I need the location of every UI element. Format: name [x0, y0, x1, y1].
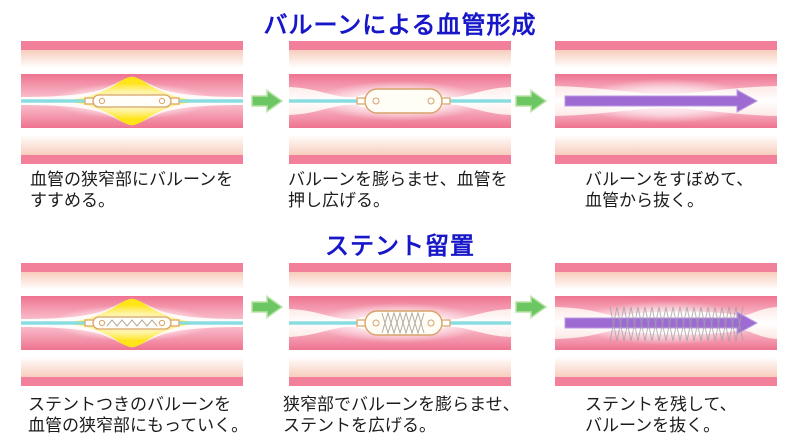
crimped-stent-mesh-icon	[106, 319, 158, 327]
vessel-outer-wall-bottom	[555, 155, 777, 164]
vessel-inflated-stent-balloon-illustration	[289, 263, 511, 386]
panel-stent-step3	[555, 263, 777, 386]
caption-stent-step1: ステントつきのバルーンを 血管の狭窄部にもっていく。	[28, 395, 249, 435]
vessel-stenosis-deflated-balloon-illustration	[21, 41, 243, 164]
deflated-balloon-catheter	[84, 94, 180, 108]
inflated-balloon-with-stent	[356, 310, 451, 336]
step-arrow-icon	[515, 295, 548, 319]
panel-stent-step1	[21, 263, 243, 386]
vessel-outer-wall-top	[555, 41, 777, 50]
vessel-inflated-balloon-illustration	[289, 41, 511, 164]
deployed-stent-mesh-icon	[609, 306, 744, 342]
caption-stent-step3: ステントを残して、 バルーンを抜く。	[585, 395, 737, 435]
vessel-outer-wall-top	[289, 41, 511, 50]
caption-balloon-step2: バルーンを膨らませ、血管を 押し広げる。	[288, 170, 508, 210]
panel-stent-step2	[289, 263, 511, 386]
vessel-outer-wall-top	[555, 263, 777, 272]
vessel-stenosis-stent-balloon-illustration	[21, 263, 243, 386]
vessel-outer-wall-top	[21, 263, 243, 272]
panel-balloon-step1	[21, 41, 243, 164]
vessel-deployed-stent-flow-illustration	[555, 263, 777, 386]
blood-flow-arrow-icon	[564, 311, 759, 335]
caption-stent-step2: 狭窄部でバルーンを膨らませ、 ステントを広げる。	[283, 395, 520, 435]
blood-flow-arrow-icon	[564, 89, 759, 113]
vessel-outer-wall-bottom	[555, 377, 777, 386]
vessel-outer-wall-bottom	[21, 155, 243, 164]
vessel-opened-flow-illustration	[555, 41, 777, 164]
vessel-outer-wall-top	[289, 263, 511, 272]
stent-mounted-balloon-catheter	[84, 316, 180, 330]
vessel-outer-wall-bottom	[289, 377, 511, 386]
panel-balloon-step3	[555, 41, 777, 164]
caption-balloon-step1: 血管の狭窄部にバルーンを すすめる。	[30, 170, 234, 210]
section-title-balloon-angioplasty: バルーンによる血管形成	[263, 12, 537, 39]
vessel-outer-wall-bottom	[289, 155, 511, 164]
step-arrow-icon	[251, 89, 284, 113]
caption-balloon-step3: バルーンをすぼめて、 血管から抜く。	[585, 170, 754, 210]
panel-balloon-step2	[289, 41, 511, 164]
vessel-outer-wall-top	[21, 41, 243, 50]
step-arrow-icon	[515, 89, 548, 113]
section-title-stent-placement: ステント留置	[325, 233, 475, 260]
expanded-stent-mesh-icon	[381, 311, 425, 335]
inflated-balloon-catheter	[356, 88, 451, 114]
step-arrow-icon	[251, 295, 284, 319]
vessel-outer-wall-bottom	[21, 377, 243, 386]
